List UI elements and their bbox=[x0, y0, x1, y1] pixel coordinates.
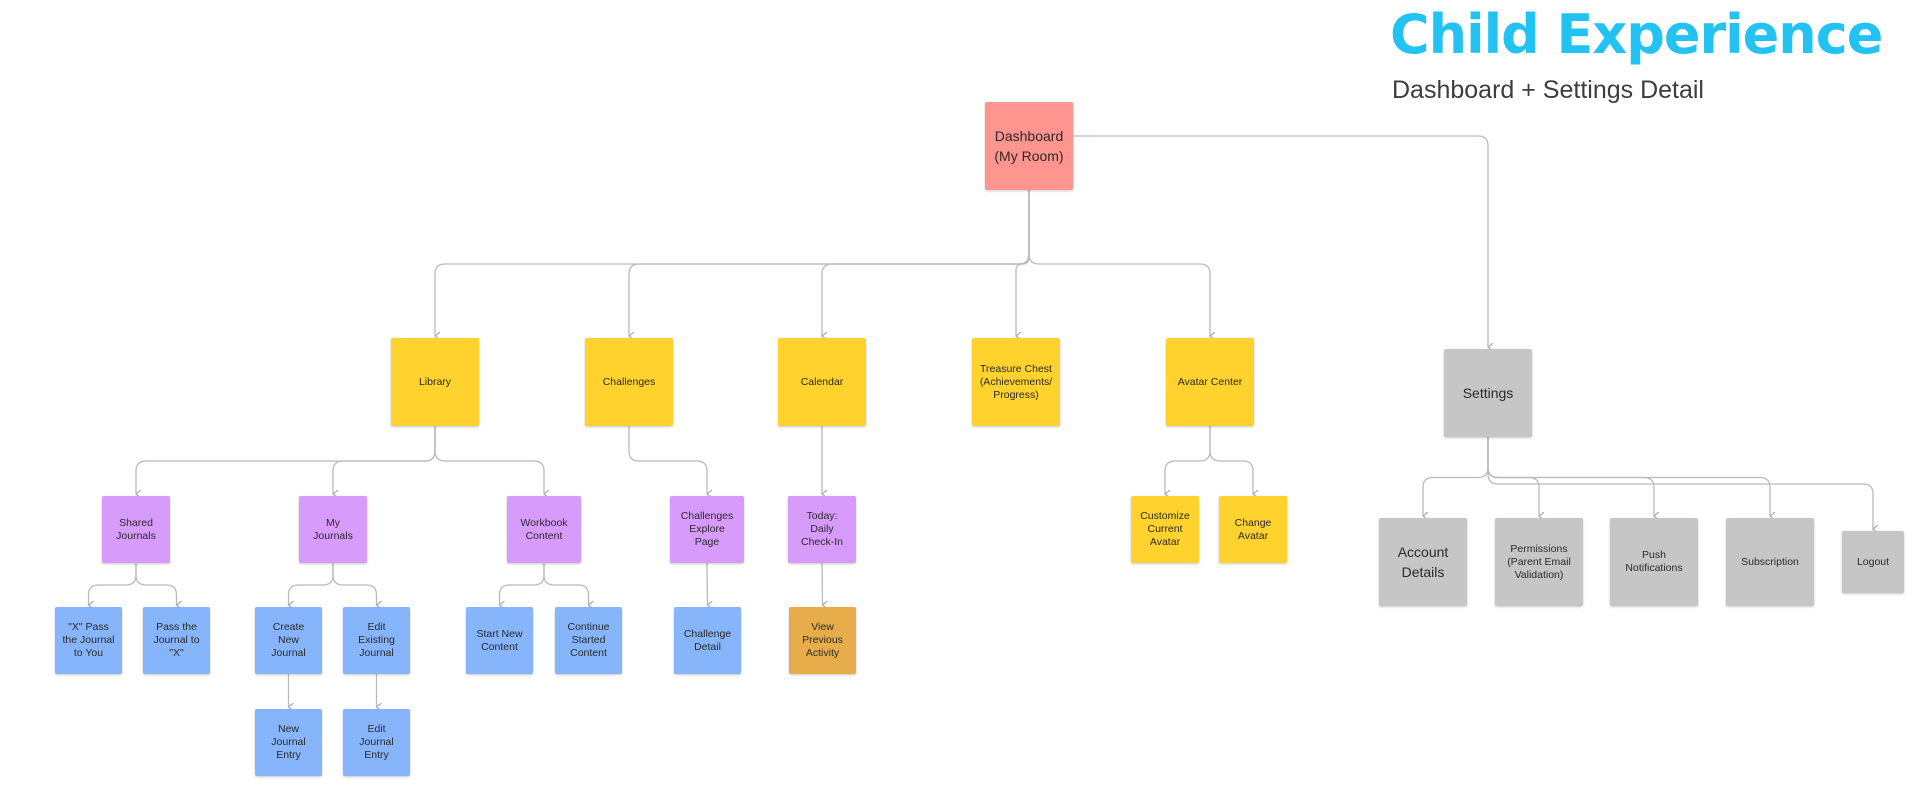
node-continue-started-content[interactable]: Continue Started Content bbox=[555, 607, 622, 674]
node-challenges-explore-page[interactable]: Challenges Explore Page bbox=[670, 496, 744, 563]
connector-dashboard-to-library bbox=[435, 190, 1030, 336]
connector-library-to-my_journals bbox=[333, 426, 436, 494]
connector-dashboard-to-avatar_center bbox=[1028, 190, 1210, 336]
node-label: Settings bbox=[1462, 385, 1514, 401]
node-label: Logout bbox=[1856, 555, 1890, 568]
node-label: Continue Started Content bbox=[567, 621, 610, 659]
node-customize-current-avatar[interactable]: Customize Current Avatar bbox=[1131, 496, 1199, 563]
node-label: View Previous Activity bbox=[802, 621, 843, 659]
connector-settings-to-account_details bbox=[1423, 437, 1489, 516]
node-label: Avatar Center bbox=[1177, 375, 1243, 388]
page-subtitle: Dashboard + Settings Detail bbox=[1392, 76, 1704, 104]
connector-workbook_content-to-continue_started_content bbox=[543, 563, 589, 605]
connector-shared_journals-to-pass_journal_to_x bbox=[135, 563, 177, 605]
node-label: My Journals bbox=[313, 516, 353, 542]
node-change-avatar[interactable]: Change Avatar bbox=[1219, 496, 1287, 563]
connector-settings-to-permissions bbox=[1487, 437, 1539, 516]
node-create-new-journal[interactable]: Create New Journal bbox=[255, 607, 322, 674]
connector-today_checkin-to-view_previous_activity bbox=[821, 562, 823, 605]
node-edit-journal-entry[interactable]: Edit Journal Entry bbox=[343, 709, 410, 776]
node-label: Push Notifications bbox=[1625, 549, 1683, 574]
node-permissions[interactable]: Permissions (Parent Email Validation) bbox=[1495, 518, 1583, 606]
node-challenges[interactable]: Challenges bbox=[585, 338, 673, 426]
connector-dashboard-to-calendar bbox=[822, 190, 1030, 336]
node-label: Challenges Explore Page bbox=[680, 510, 734, 548]
node-label: Permissions (Parent Email Validation) bbox=[1507, 542, 1571, 581]
connector-settings-to-logout bbox=[1487, 437, 1873, 529]
connector-workbook_content-to-start_new_content bbox=[500, 563, 545, 605]
node-label: Challenge Detail bbox=[683, 627, 732, 653]
node-today-daily-check-in[interactable]: Today: Daily Check-In bbox=[788, 496, 856, 563]
node-label: Library bbox=[418, 375, 452, 388]
node-edit-existing-journal[interactable]: Edit Existing Journal bbox=[343, 607, 410, 674]
node-view-previous-activity[interactable]: View Previous Activity bbox=[789, 607, 856, 674]
connector-settings-to-subscription bbox=[1487, 437, 1770, 516]
node-label: Change Avatar bbox=[1234, 516, 1272, 542]
node-label: Create New Journal bbox=[271, 621, 306, 659]
node-label: Subscription bbox=[1741, 555, 1799, 568]
node-x-pass-journal-to-you[interactable]: "X" Pass the Journal to You bbox=[55, 607, 122, 674]
connector-challenges_explore-to-challenge_detail bbox=[706, 562, 708, 605]
node-challenge-detail[interactable]: Challenge Detail bbox=[674, 607, 741, 674]
node-avatar-center[interactable]: Avatar Center bbox=[1166, 338, 1254, 426]
node-library[interactable]: Library bbox=[391, 338, 479, 426]
connector-challenges-to-challenges_explore bbox=[628, 426, 707, 494]
connector-library-to-workbook_content bbox=[434, 426, 544, 494]
node-label: New Journal Entry bbox=[271, 723, 306, 761]
node-label: Edit Journal Entry bbox=[359, 723, 394, 761]
node-label: Customize Current Avatar bbox=[1140, 510, 1190, 548]
node-workbook-content[interactable]: Workbook Content bbox=[507, 496, 581, 563]
node-label: Pass the Journal to "X" bbox=[153, 621, 200, 659]
connector-avatar_center-to-customize_avatar bbox=[1165, 426, 1211, 494]
node-label: "X" Pass the Journal to You bbox=[62, 621, 115, 659]
node-label: Workbook Content bbox=[520, 516, 568, 542]
connector-shared_journals-to-x_pass_journal bbox=[89, 563, 137, 605]
node-my-journals[interactable]: My Journals bbox=[299, 496, 367, 563]
node-start-new-content[interactable]: Start New Content bbox=[466, 607, 533, 674]
node-calendar[interactable]: Calendar bbox=[778, 338, 866, 426]
connector-dashboard-to-challenges bbox=[629, 190, 1030, 336]
connector-group bbox=[89, 135, 1874, 707]
node-logout[interactable]: Logout bbox=[1842, 531, 1904, 593]
node-label: Challenges bbox=[602, 375, 656, 388]
connector-library-to-shared_journals bbox=[136, 426, 436, 494]
node-label: Account Details bbox=[1397, 544, 1449, 580]
node-new-journal-entry[interactable]: New Journal Entry bbox=[255, 709, 322, 776]
node-label: Start New Content bbox=[476, 627, 523, 653]
node-subscription[interactable]: Subscription bbox=[1726, 518, 1814, 606]
connector-my_journals-to-edit_existing_journal bbox=[332, 563, 377, 605]
node-label: Dashboard (My Room) bbox=[994, 128, 1064, 164]
connector-dashboard-to-treasure_chest bbox=[1016, 190, 1030, 336]
node-settings[interactable]: Settings bbox=[1444, 349, 1532, 437]
node-shared-journals[interactable]: Shared Journals bbox=[102, 496, 170, 563]
connector-dashboard-to-settings bbox=[1073, 135, 1488, 347]
node-treasure-chest[interactable]: Treasure Chest (Achievements/ Progress) bbox=[972, 338, 1060, 426]
connector-my_journals-to-create_new_journal bbox=[289, 563, 334, 605]
node-label: Shared Journals bbox=[116, 516, 156, 542]
node-label: Calendar bbox=[800, 375, 844, 388]
node-dashboard[interactable]: Dashboard (My Room) bbox=[985, 102, 1073, 190]
node-pass-journal-to-x[interactable]: Pass the Journal to "X" bbox=[143, 607, 210, 674]
connector-avatar_center-to-change_avatar bbox=[1209, 426, 1253, 494]
connector-settings-to-push_notifications bbox=[1487, 437, 1654, 516]
page-title: Child Experience bbox=[1390, 3, 1883, 66]
node-push-notifications[interactable]: Push Notifications bbox=[1610, 518, 1698, 606]
node-label: Edit Existing Journal bbox=[358, 621, 395, 659]
node-label: Treasure Chest (Achievements/ Progress) bbox=[979, 362, 1053, 401]
node-label: Today: Daily Check-In bbox=[800, 510, 843, 548]
node-account-details[interactable]: Account Details bbox=[1379, 518, 1467, 606]
